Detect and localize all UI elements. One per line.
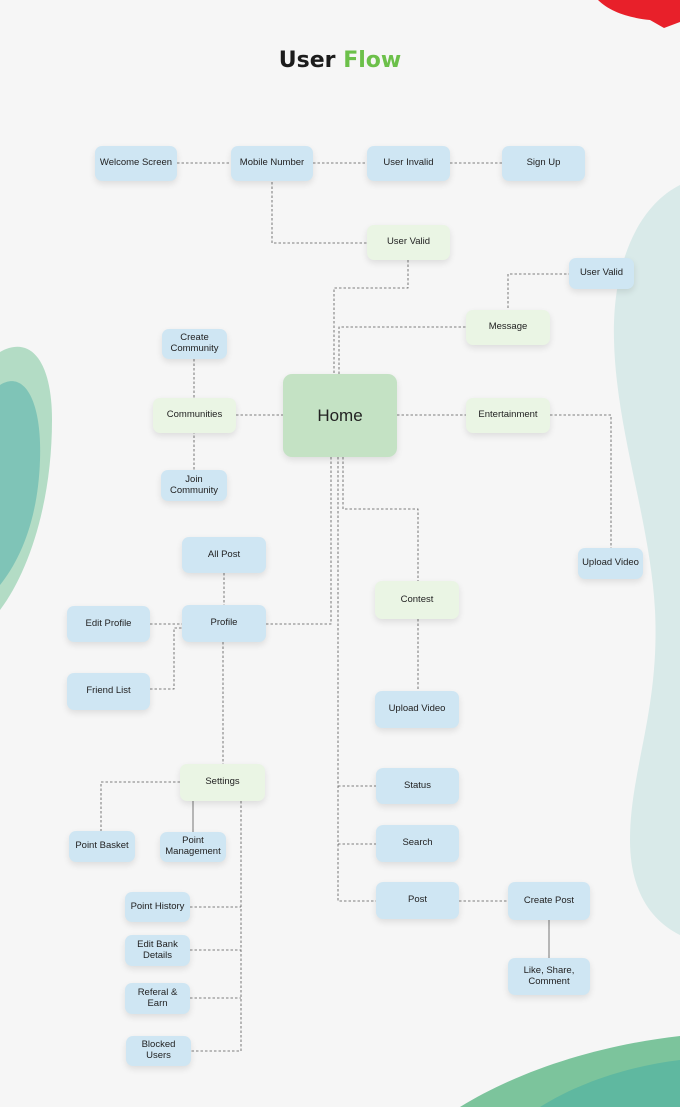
left-green-blob-inner	[0, 381, 41, 585]
profile-node[interactable]: Profile	[182, 605, 266, 642]
sign-up-node[interactable]: Sign Up	[502, 146, 585, 181]
join-community-node[interactable]: Join Community	[161, 470, 227, 501]
connector-uservalid-home	[333, 260, 409, 374]
search-node[interactable]: Search	[376, 825, 459, 862]
mobile-number-node[interactable]: Mobile Number	[231, 146, 313, 181]
like-share-comment-node[interactable]: Like, Share, Comment	[508, 958, 590, 995]
edit-profile-node[interactable]: Edit Profile	[67, 606, 150, 642]
post-node[interactable]: Post	[376, 882, 459, 919]
home-node[interactable]: Home	[283, 374, 397, 457]
title-accent: Flow	[343, 48, 402, 73]
connector-settings-pointbasket	[100, 781, 180, 831]
point-basket-node[interactable]: Point Basket	[69, 831, 135, 862]
communities-node[interactable]: Communities	[153, 398, 236, 433]
connector-mobile-uservalid	[271, 182, 367, 244]
entertainment-node[interactable]: Entertainment	[466, 398, 550, 433]
page-title: User Flow	[0, 48, 680, 73]
blocked-users-node[interactable]: Blocked Users	[126, 1036, 191, 1066]
connector-home-profile	[266, 457, 332, 625]
connector-message-uservalid	[507, 273, 569, 308]
red-corner-shape	[598, 0, 680, 28]
status-node[interactable]: Status	[376, 768, 459, 804]
settings-node[interactable]: Settings	[180, 764, 265, 801]
entertainment-upload-video-node[interactable]: Upload Video	[578, 548, 643, 579]
point-history-node[interactable]: Point History	[125, 892, 190, 922]
connector-entertainment-upload	[550, 414, 612, 548]
friend-list-node[interactable]: Friend List	[67, 673, 150, 710]
contest-node[interactable]: Contest	[375, 581, 459, 619]
connector-settings-bus	[191, 801, 242, 1052]
create-post-node[interactable]: Create Post	[508, 882, 590, 920]
referal-earn-node[interactable]: Referal & Earn	[125, 983, 190, 1014]
user-invalid-node[interactable]: User Invalid	[367, 146, 450, 181]
contest-upload-video-node[interactable]: Upload Video	[375, 691, 459, 728]
right-teal-blob	[613, 185, 680, 935]
welcome-screen-node[interactable]: Welcome Screen	[95, 146, 177, 181]
bottom-right-blob-inner	[540, 1060, 680, 1107]
connector-home-message	[338, 326, 466, 374]
connector-home-contest	[342, 457, 419, 581]
connector-friendlist-profile	[150, 627, 182, 690]
point-management-node[interactable]: Point Management	[160, 832, 226, 862]
edit-bank-details-node[interactable]: Edit Bank Details	[125, 935, 190, 966]
title-main: User	[278, 48, 336, 73]
create-community-node[interactable]: Create Community	[162, 329, 227, 359]
message-node[interactable]: Message	[466, 310, 550, 345]
user-valid-node[interactable]: User Valid	[367, 225, 450, 260]
all-post-node[interactable]: All Post	[182, 537, 266, 573]
connector-home-bus	[337, 457, 376, 902]
message-user-valid-node[interactable]: User Valid	[569, 258, 634, 289]
